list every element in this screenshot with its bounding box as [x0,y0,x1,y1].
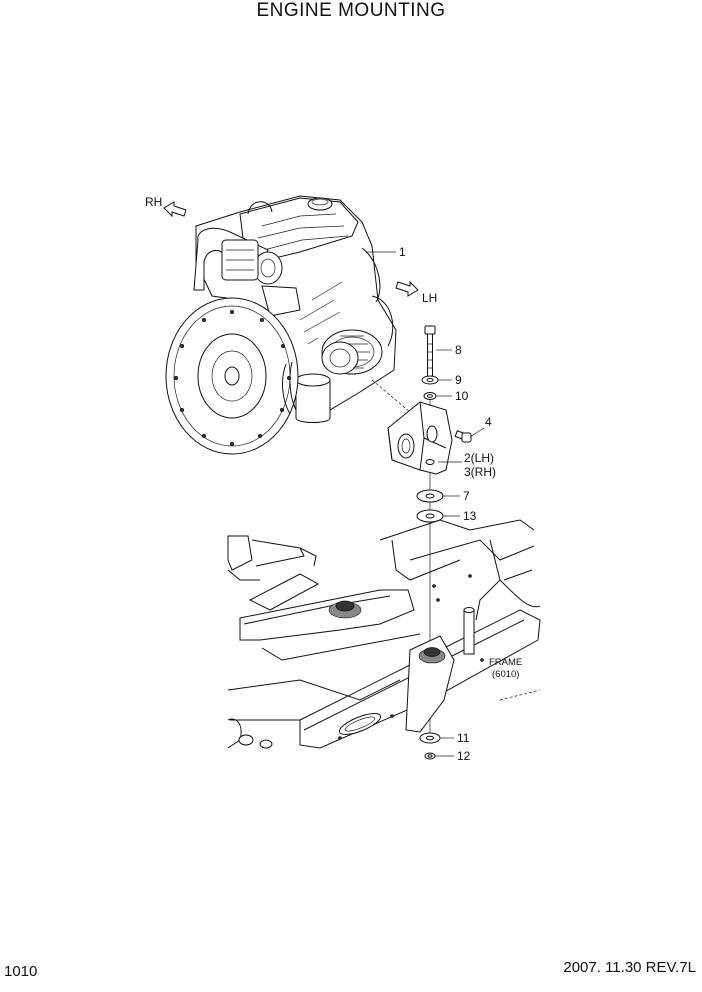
lh-direction-arrow: LH [395,280,437,305]
frame-code: (6010) [492,669,519,680]
callout-4: 4 [485,415,492,429]
revision-date: 2007. 11.30 REV.7L [563,959,696,976]
callout-8: 8 [455,343,462,357]
callout-12: 12 [457,749,471,763]
callout-1: 1 [399,245,406,259]
callout-11: 11 [457,731,470,745]
flywheel-bolt-holes [173,309,291,446]
page-number: 1010 [4,963,38,980]
callout-13: 13 [463,509,477,523]
rh-direction-arrow: RH [145,195,187,218]
callout-2-lh: 2(LH) [464,451,494,465]
leader-lines [366,251,485,757]
frame-label: FRAME [489,657,522,668]
callout-10: 10 [455,389,469,403]
rh-label: RH [145,195,162,209]
frame-structure [227,519,541,749]
callout-7: 7 [463,489,470,503]
mounting-hardware [387,325,472,760]
callout-3-rh: 3(RH) [464,465,496,479]
callout-labels: 1 8 9 10 4 2(LH) 3(RH) 7 13 11 12 FRAME … [399,245,522,763]
engine-assembly [165,195,397,455]
lh-label: LH [422,291,437,305]
callout-9: 9 [455,373,462,387]
page-title: ENGINE MOUNTING [256,0,446,21]
